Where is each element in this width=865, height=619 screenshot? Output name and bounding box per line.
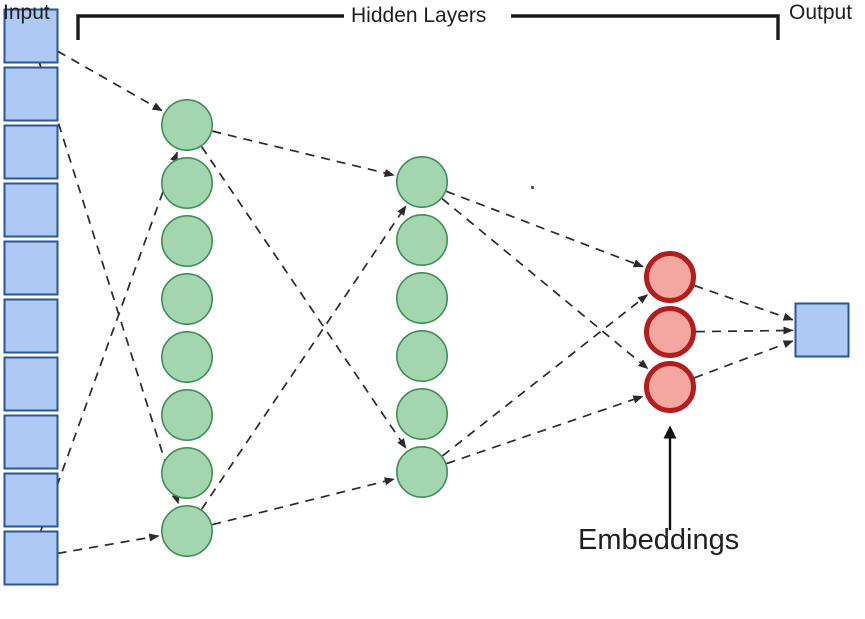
network-nodes [3,8,850,586]
connection-line [38,62,180,505]
node-hidden-1 [161,215,214,268]
node-hidden-2 [395,445,448,498]
node-hidden-2 [395,156,448,209]
connection-line [39,151,178,532]
stray-mark [531,186,534,189]
node-input [3,240,59,296]
connection-line [446,395,644,465]
node-hidden-1 [161,446,214,499]
input-label: Input [3,1,50,24]
connection-line [57,50,163,112]
node-input [3,124,59,180]
node-hidden-1 [161,330,214,383]
node-output [794,302,850,358]
output-label: Output [789,1,853,24]
connection-line [212,130,395,177]
connection-line [695,326,794,335]
node-input [3,182,59,238]
hidden-layers-label: Hidden Layers [348,4,490,28]
node-hidden-1 [161,157,214,210]
node-input [3,356,59,412]
connection-lines [38,50,794,555]
connection-line [212,477,395,526]
node-input [3,472,59,528]
node-hidden-1 [161,388,214,441]
node-hidden-1 [161,504,214,557]
connection-line [441,197,649,370]
node-embeddings [644,306,696,358]
connection-line [200,205,407,510]
node-hidden-2 [395,271,448,324]
node-embeddings [644,251,696,303]
node-hidden-2 [395,214,448,267]
node-hidden-1 [161,99,214,152]
node-input [3,66,59,122]
node-embeddings [644,361,696,413]
connection-line [57,533,160,555]
connection-line [694,340,794,379]
connection-line [694,284,794,321]
hidden-layers-bracket [76,14,780,40]
connection-line [445,190,644,268]
connection-line [200,146,407,449]
node-input [3,530,59,586]
node-hidden-1 [161,272,214,325]
node-hidden-2 [395,329,448,382]
node-input [3,298,59,354]
node-hidden-2 [395,387,448,440]
embeddings-label: Embeddings [578,524,740,556]
node-input [3,8,59,64]
node-input [3,414,59,470]
connection-line [441,294,649,457]
